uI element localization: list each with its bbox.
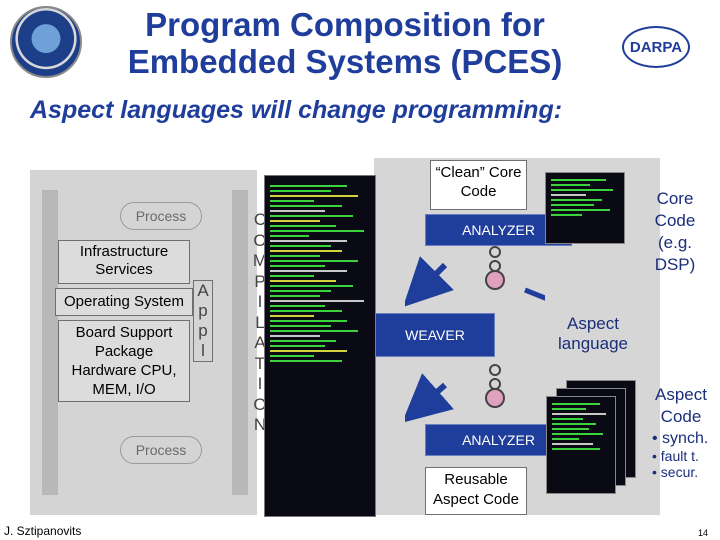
board-support-label: Board Support Package [75, 324, 173, 360]
compilation-letter: P [254, 271, 266, 291]
stack-arrows-icon [42, 190, 248, 495]
flow-arrows-icon [405, 256, 545, 423]
aspect-code-card-1 [546, 396, 616, 494]
title-line-1: Program Composition for [145, 6, 545, 43]
compilation-letter: T [254, 353, 266, 373]
bullet-item: • fault t. [652, 448, 699, 464]
core-code-card [545, 172, 625, 244]
compilation-letter: L [255, 312, 265, 332]
process-bottom: Process [120, 436, 202, 464]
woven-code-listing [264, 175, 376, 517]
bullet-item: • synch. [652, 430, 709, 447]
compilation-label: C O M P I L A T I O N [250, 210, 270, 436]
compilation-letter: N [253, 415, 267, 434]
reusable-aspect-code-label: Reusable Aspect Code [425, 467, 527, 515]
core-code-label: Core Code (e.g. DSP) [654, 189, 696, 274]
aspect-bullets: • synch. • fault t. • secur. [652, 430, 708, 480]
gear-chain-icon [485, 246, 505, 408]
appl-letter: p [198, 301, 208, 320]
board-support-box: Board Support Package Hardware CPU, MEM,… [58, 320, 190, 402]
bullet-item: • secur. [652, 464, 699, 480]
slide-subtitle: Aspect languages will change programming… [30, 96, 563, 124]
hardware-label: Hardware CPU, MEM, I/O [71, 362, 177, 398]
compilation-letter: I [257, 292, 263, 311]
dod-seal-icon [10, 6, 82, 78]
clean-core-code-label: “Clean” Core Code [430, 160, 527, 210]
appl-letter: p [198, 321, 208, 340]
title-line-2: Embedded Systems (PCES) [127, 43, 563, 80]
compilation-letter: O [253, 230, 267, 250]
weaver-box: WEAVER [375, 313, 495, 357]
compilation-letter: O [253, 394, 267, 414]
aspect-code-label: Aspect Code [655, 385, 707, 426]
darpa-logo-icon: DARPA [622, 26, 690, 68]
infrastructure-services-box: Infrastructure Services [58, 240, 190, 284]
appl-letter: l [201, 341, 205, 360]
compilation-letter: I [257, 374, 263, 393]
compilation-letter: C [253, 210, 267, 229]
appl-letter: A [197, 281, 209, 300]
operating-system-box: Operating System [55, 288, 193, 316]
compilation-letter: M [252, 251, 268, 270]
author-footer: J. Sztipanovits [4, 524, 82, 538]
compilation-letter: A [254, 333, 266, 352]
page-title: Program Composition for Embedded Systems… [95, 6, 595, 80]
appl-box: A p p l [193, 280, 213, 362]
page-number: 14 [698, 528, 709, 538]
aspect-language-label: Aspect language [558, 314, 628, 353]
process-top: Process [120, 202, 202, 230]
infrastructure-label: Infrastructure Services [79, 243, 169, 278]
